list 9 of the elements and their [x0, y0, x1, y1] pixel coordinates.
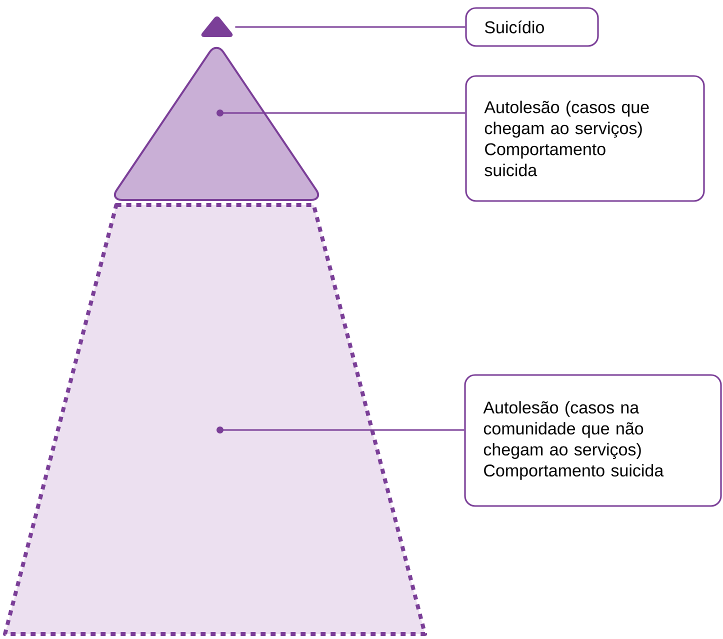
pyramid-base — [3, 203, 427, 636]
pyramid-level — [201, 16, 233, 37]
leader-line — [216, 110, 466, 116]
callout-box: Autolesão (casos que chegam ao serviços) Comportamento suicida — [465, 75, 705, 202]
callout-box: Autolesão (casos na comunidade que não chegam ao serviços) Comportamento suicida — [464, 374, 722, 507]
leader-line — [216, 426, 464, 434]
leader-line — [235, 26, 466, 28]
callout-box: Suicídio — [465, 7, 599, 47]
pyramid-level — [114, 46, 320, 201]
